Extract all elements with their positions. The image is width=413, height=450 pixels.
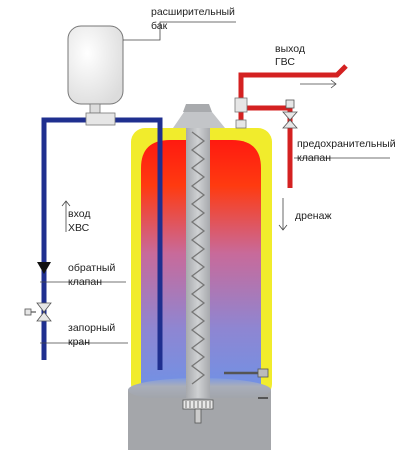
label-expansion-tank-2: бак bbox=[151, 20, 168, 32]
label-check-valve-2: клапан bbox=[68, 276, 102, 288]
heating-element bbox=[182, 399, 214, 424]
check-valve bbox=[37, 262, 51, 274]
label-hot-outlet-2: ГВС bbox=[275, 56, 295, 68]
label-safety-valve-2: клапан bbox=[297, 152, 331, 164]
flow-arrows bbox=[61, 79, 337, 232]
label-drain: дренаж bbox=[295, 210, 331, 222]
labels: расширительный бак выход ГВС предохранит… bbox=[68, 6, 396, 348]
label-safety-valve-1: предохранительный bbox=[297, 138, 396, 150]
expansion-tank bbox=[67, 25, 124, 126]
label-cold-inlet-2: ХВС bbox=[68, 222, 90, 234]
label-expansion-tank-1: расширительный bbox=[151, 6, 235, 18]
label-shutoff-valve-1: запорный bbox=[68, 322, 115, 334]
cold-water-pipe bbox=[41, 117, 163, 370]
thermostat-probe bbox=[224, 368, 269, 399]
label-cold-inlet-1: вход bbox=[68, 208, 90, 220]
anode-column bbox=[173, 104, 225, 398]
label-shutoff-valve-2: кран bbox=[68, 336, 90, 348]
leader-lines bbox=[40, 21, 390, 344]
label-hot-outlet-1: выход bbox=[275, 43, 305, 55]
label-check-valve-1: обратный bbox=[68, 262, 115, 274]
safety-valve bbox=[282, 99, 298, 129]
shutoff-valve bbox=[24, 302, 52, 322]
